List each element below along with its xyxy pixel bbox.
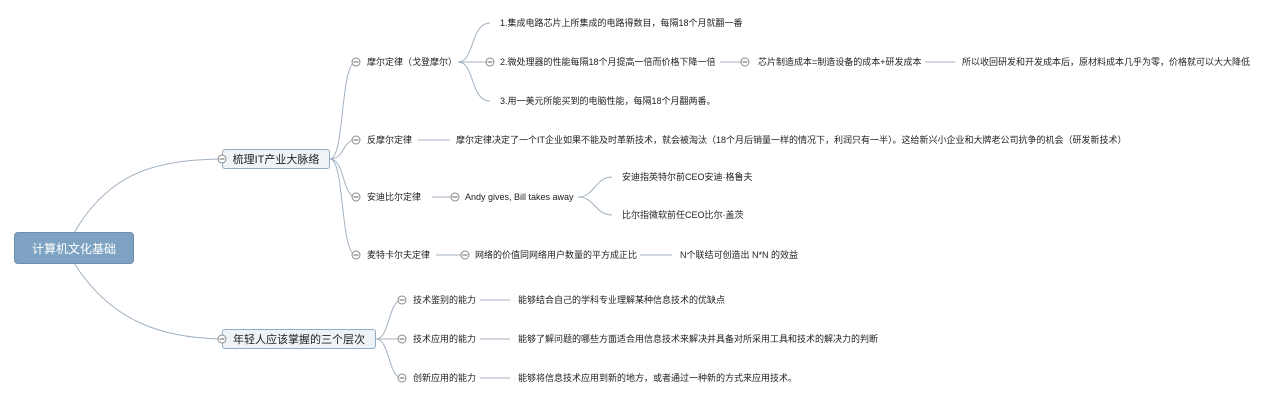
collapse-toggle-icon[interactable]: [450, 192, 460, 202]
collapse-toggle-icon[interactable]: [740, 57, 750, 67]
node-innovate-desc[interactable]: 能够将信息技术应用到新的地方，或者通过一种新的方式来应用技术。: [518, 373, 798, 383]
node-anti-moore-desc[interactable]: 摩尔定律决定了一个IT企业如果不能及时革新技术，就会被淘汰（18个月后销量一样的…: [456, 135, 1127, 145]
node-tech-identify-desc[interactable]: 能够结合自己的学科专业理解某种信息技术的优缺点: [518, 295, 726, 305]
node-n-squared[interactable]: N个联结可创造出 N*N 的效益: [680, 250, 799, 260]
link-bill-ceo: [577, 196, 613, 216]
collapse-toggle-icon[interactable]: [351, 57, 361, 67]
node-innovate[interactable]: 创新应用的能力: [413, 373, 477, 383]
collapse-toggle-icon[interactable]: [485, 57, 495, 67]
link-b1-moore: [329, 61, 357, 160]
node-andy-bill-law[interactable]: 安迪比尔定律: [367, 192, 422, 202]
link-root-b2: [73, 262, 223, 340]
node-tech-apply-desc[interactable]: 能够了解问题的哪些方面适合用信息技术来解决并具备对所采用工具和技术的解决力的判断: [518, 334, 879, 344]
link-andy-ceo: [577, 176, 613, 198]
node-tech-identify[interactable]: 技术鉴别的能力: [413, 295, 477, 305]
collapse-toggle-icon[interactable]: [351, 250, 361, 260]
root-node[interactable]: 计算机文化基础: [14, 232, 134, 264]
node-bill-ceo[interactable]: 比尔指微软前任CEO比尔·盖茨: [622, 210, 744, 220]
collapse-toggle-icon[interactable]: [397, 295, 407, 305]
link-b1-metcalfe: [329, 158, 357, 256]
collapse-toggle-icon[interactable]: [351, 135, 361, 145]
node-andy-gives[interactable]: Andy gives, Bill takes away: [465, 192, 574, 202]
collapse-toggle-icon[interactable]: [351, 192, 361, 202]
link-b1-andy: [329, 158, 357, 198]
collapse-toggle-icon[interactable]: [397, 373, 407, 383]
node-anti-moore-law[interactable]: 反摩尔定律: [367, 135, 413, 145]
branch-three-levels[interactable]: 年轻人应该掌握的三个层次: [222, 329, 376, 349]
node-moore-law[interactable]: 摩尔定律（戈登摩尔）: [367, 57, 458, 67]
node-price-drop[interactable]: 所以收回研发和开发成本后，原材料成本几乎为零，价格就可以大大降低: [962, 57, 1251, 67]
collapse-toggle-icon[interactable]: [217, 154, 227, 164]
node-network-value[interactable]: 网络的价值同网络用户数量的平方成正比: [475, 250, 638, 260]
node-moore-2[interactable]: 2.微处理器的性能每隔18个月提高一倍而价格下降一倍: [500, 57, 716, 67]
collapse-toggle-icon[interactable]: [217, 334, 227, 344]
node-tech-apply[interactable]: 技术应用的能力: [413, 334, 477, 344]
link-moore-1: [457, 22, 491, 63]
link-b2-c1: [375, 299, 403, 340]
node-moore-3[interactable]: 3.用一美元所能买到的电脑性能，每隔18个月翻两番。: [500, 96, 716, 106]
link-moore-3: [457, 61, 491, 102]
node-metcalfe-law[interactable]: 麦特卡尔夫定律: [367, 250, 431, 260]
node-andy-ceo[interactable]: 安迪指英特尔前CEO安迪·格鲁夫: [622, 172, 753, 182]
link-root-b1: [73, 158, 223, 234]
branch-it-industry[interactable]: 梳理IT产业大脉络: [222, 149, 330, 169]
node-moore-1[interactable]: 1.集成电路芯片上所集成的电路得数目，每隔18个月就翻一番: [500, 18, 743, 28]
link-b2-c3: [375, 338, 403, 379]
collapse-toggle-icon[interactable]: [397, 334, 407, 344]
node-chip-cost[interactable]: 芯片制造成本=制造设备的成本+研发成本: [758, 57, 922, 67]
collapse-toggle-icon[interactable]: [460, 250, 470, 260]
